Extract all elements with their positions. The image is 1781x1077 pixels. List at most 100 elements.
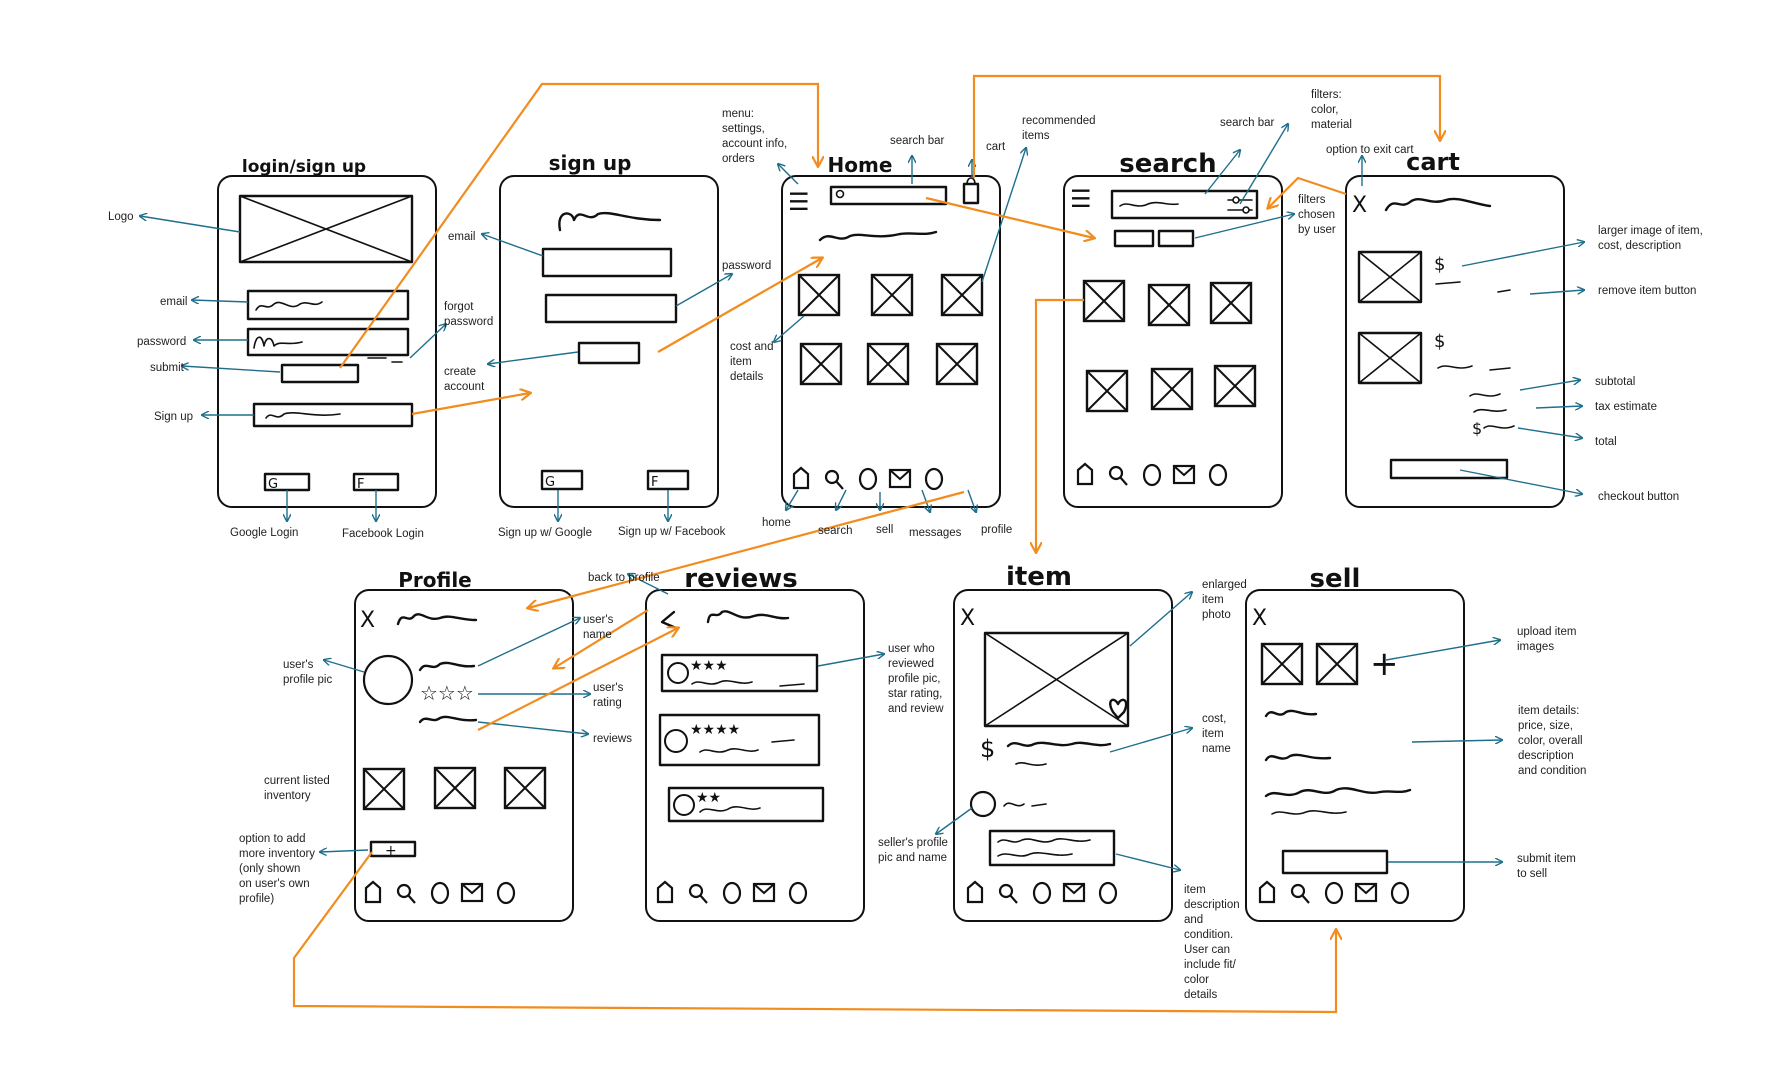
sell-bottom-nav[interactable] [1258,880,1410,905]
cost-details-line-2: item [730,356,752,368]
cart-item-2-desc [1437,365,1511,371]
checkout-button[interactable] [1389,458,1509,480]
forgot-password-annotation: forgot password [444,301,493,328]
review-card-1 [660,653,819,693]
signup-password-field[interactable] [544,293,678,324]
home-search-bar[interactable] [829,185,948,206]
profile-rating-stars: ☆☆☆ [420,681,474,705]
profile-pic-line-2: profile pic [283,674,332,686]
filter-chip-2[interactable] [1157,229,1195,248]
profile-close-icon[interactable]: X [360,608,375,633]
profile-pic-line-1: user's [283,659,314,671]
cart-item-image-1[interactable] [1357,250,1423,304]
search-result-3[interactable] [1209,281,1253,325]
add-inventory-line-2: more inventory [239,848,315,860]
search-result-6[interactable] [1213,364,1257,408]
cart-close-icon[interactable]: X [1352,193,1367,218]
filter-icon[interactable] [1227,196,1253,214]
add-inventory-annotation: option to add more inventory (only shown… [239,833,318,905]
remove-item-annotation: remove item button [1598,285,1696,297]
search-bottom-nav[interactable] [1076,462,1228,487]
profile-header-scribble [396,613,478,626]
seller-avatar[interactable] [969,790,997,818]
menu-line-4: orders [722,153,755,165]
item-enlarged-photo[interactable] [983,631,1130,728]
sell-upload-image-1[interactable] [1260,642,1304,686]
users-rating-annotation: user's rating [593,682,627,709]
home-item-image-3[interactable] [940,273,984,317]
upload-images-annotation: upload item images [1517,626,1580,653]
profile-screen-title: Profile [398,568,472,592]
filters-chosen-line-2: chosen [1298,209,1335,221]
home-cart-icon[interactable] [962,177,980,205]
users-name-line-2: name [583,629,612,641]
home-item-image-1[interactable] [797,273,841,317]
login-password-field[interactable] [246,327,410,357]
cost-name-line-1: cost, [1202,713,1226,725]
signup-google-annotation: Sign up w/ Google [498,527,592,539]
signup-facebook-button[interactable] [646,469,690,491]
search-result-1[interactable] [1082,279,1126,323]
signup-google-button[interactable] [540,469,584,491]
login-screen-title: login/sign up [242,157,366,177]
inventory-item-1[interactable] [362,767,406,811]
cart-item-image-2[interactable] [1357,331,1423,385]
search-result-4[interactable] [1085,369,1129,413]
sell-add-image-plus[interactable]: + [1370,644,1399,684]
home-item-image-5[interactable] [866,342,910,386]
item-desc-line-4: condition. [1184,929,1233,941]
item-desc-line-1: item [1184,884,1206,896]
larger-image-line-1: larger image of item, [1598,225,1703,237]
sell-screen-frame [1245,589,1465,922]
inventory-item-2[interactable] [433,766,477,810]
sell-submit-button[interactable] [1281,849,1389,875]
menu-line-3: account info, [722,138,787,150]
filter-chip-1[interactable] [1113,229,1155,248]
profile-avatar [362,654,414,706]
search-query-scribble [1119,201,1179,207]
signup-facebook-glyph: F [651,475,658,490]
inventory-line-1: current listed [264,775,330,787]
signup-password-annotation: password [722,260,771,272]
signup-create-account-button[interactable] [577,341,641,365]
reviews-back-icon[interactable] [660,610,678,630]
login-email-field[interactable] [246,289,410,321]
profile-bottom-nav[interactable] [364,880,516,905]
reviews-screen-title: reviews [684,564,797,594]
add-inventory-line-4: on user's own [239,878,310,890]
sell-close-icon[interactable]: X [1252,606,1267,631]
item-bottom-nav[interactable] [966,880,1118,905]
sell-upload-image-2[interactable] [1315,642,1359,686]
review-1-text [691,680,805,687]
signup-email-field[interactable] [541,247,673,278]
users-rating-line-1: user's [593,682,624,694]
google-login-annotation: Google Login [230,527,298,539]
home-search-bar-annotation: search bar [890,135,945,147]
filters-line-3: material [1311,119,1352,131]
nav-home-annotation: home [762,517,791,529]
item-heart-icon[interactable] [1109,698,1128,720]
logo-annotation: Logo [108,211,134,223]
inventory-item-3[interactable] [503,766,547,810]
search-search-bar[interactable] [1110,189,1259,220]
item-close-icon[interactable]: X [960,606,975,631]
home-menu-icon[interactable]: ☰ [788,188,810,216]
recommended-line-2: items [1022,130,1050,142]
login-submit-button[interactable] [280,363,360,384]
home-bottom-nav[interactable] [792,466,944,491]
search-result-5[interactable] [1150,367,1194,411]
search-screen-frame [1063,175,1283,508]
add-inventory-button[interactable] [369,840,417,858]
search-menu-icon[interactable]: ☰ [1070,185,1092,213]
home-item-image-2[interactable] [870,273,914,317]
reviews-bottom-nav[interactable] [656,880,808,905]
submit-sell-annotation: submit item to sell [1517,853,1579,880]
home-item-image-6[interactable] [935,342,979,386]
reviews-annotation: reviews [593,733,632,745]
home-item-image-4[interactable] [799,342,843,386]
search-result-2[interactable] [1147,283,1191,327]
review-3-stars: ★★ [696,790,721,806]
login-password-scribble [253,336,303,349]
reviewer-line-4: star rating, [888,688,942,700]
nav-messages-annotation: messages [909,527,962,539]
